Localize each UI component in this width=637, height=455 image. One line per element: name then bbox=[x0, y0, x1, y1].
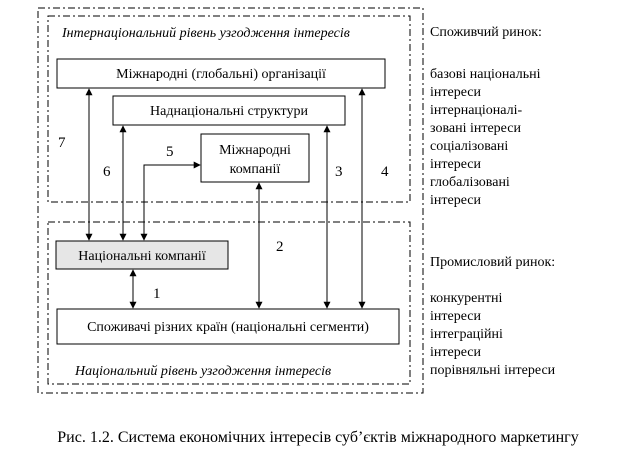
box-consumers-label: Споживачі різних країн (національні сегм… bbox=[87, 320, 369, 335]
box-intl-companies-line2: компанії bbox=[230, 162, 281, 177]
arrow-5 bbox=[140, 161, 201, 241]
industrial-market-line: порівняльні інтереси bbox=[430, 363, 556, 378]
outer-frame bbox=[37, 7, 424, 394]
consumer-market-line: інтереси bbox=[430, 85, 481, 100]
box-national-companies: Національні компанії bbox=[55, 240, 229, 270]
consumer-market-line: глобалізовані bbox=[430, 175, 510, 190]
national-level-region bbox=[47, 221, 411, 385]
link-label-3: 3 bbox=[335, 164, 343, 180]
box-intl-companies: Міжнародні компанії bbox=[200, 133, 310, 183]
industrial-market-line: інтеграційні bbox=[430, 327, 503, 342]
link-label-4: 4 bbox=[381, 164, 389, 180]
industrial-market-line: інтереси bbox=[430, 309, 481, 324]
box-national-companies-label: Національні компанії bbox=[78, 249, 206, 264]
figure-caption: Рис. 1.2. Система економічних інтересів … bbox=[57, 429, 578, 446]
industrial-market-line: конкурентні bbox=[430, 291, 503, 306]
industrial-market-line: інтереси bbox=[430, 345, 481, 360]
industrial-market-notes: Промисловий ринок: конкурентні інтереси … bbox=[430, 255, 556, 378]
link-label-2: 2 bbox=[276, 239, 284, 255]
consumer-market-line: інтернаціоналі- bbox=[430, 103, 523, 118]
box-supranational: Наднаціональні структури bbox=[112, 95, 346, 126]
intl-level-label: Інтернаціональний рівень узгодження інте… bbox=[61, 26, 350, 41]
link-label-5: 5 bbox=[166, 144, 174, 160]
box-consumers: Споживачі різних країн (національні сегм… bbox=[56, 308, 400, 345]
box-supranational-label: Наднаціональні структури bbox=[150, 104, 308, 119]
link-label-1: 1 bbox=[153, 286, 161, 302]
link-label-6: 6 bbox=[103, 164, 111, 180]
consumer-market-line: інтереси bbox=[430, 157, 481, 172]
consumer-market-title: Споживчий ринок: bbox=[430, 25, 542, 40]
consumer-market-line: базові національні bbox=[430, 67, 541, 82]
box-intl-orgs: Міжнародні (глобальні) організації bbox=[56, 58, 386, 89]
industrial-market-title: Промисловий ринок: bbox=[430, 255, 555, 270]
consumer-market-line: зовані інтереси bbox=[430, 121, 521, 136]
link-label-7: 7 bbox=[58, 135, 66, 151]
national-level-label: Національний рівень узгодження інтересів bbox=[74, 364, 331, 379]
box-intl-companies-line1: Міжнародні bbox=[219, 143, 291, 158]
consumer-market-notes: Споживчий ринок: базові національні інте… bbox=[430, 25, 542, 208]
consumer-market-line: соціалізовані bbox=[430, 139, 508, 154]
intl-level-region bbox=[47, 15, 411, 203]
box-intl-orgs-label: Міжнародні (глобальні) організації bbox=[116, 67, 326, 82]
consumer-market-line: інтереси bbox=[430, 193, 481, 208]
